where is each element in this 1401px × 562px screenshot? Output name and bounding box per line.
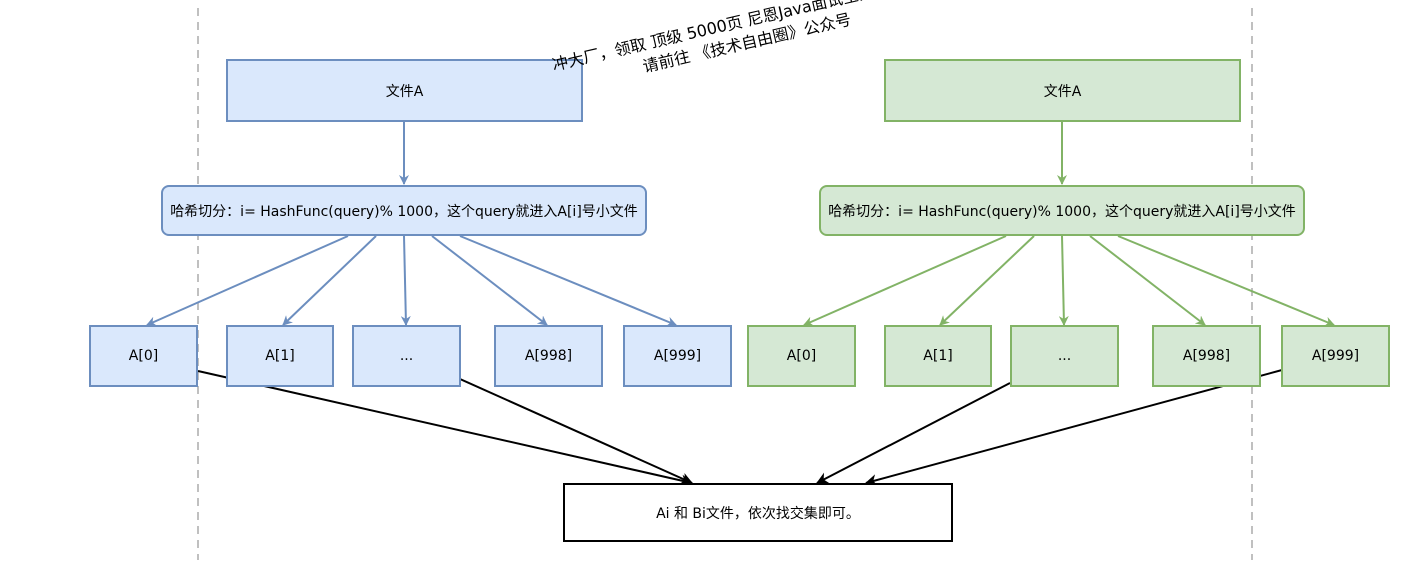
part-label: ... (1057, 348, 1072, 364)
arrow-right-hash-to-a999 (1117, 235, 1335, 327)
right-part-a1: A[1] (884, 325, 992, 387)
left-part-ellipsis: ... (352, 325, 461, 387)
left-hash-label: 哈希切分：i= HashFunc(query)% 1000，这个query就进入… (170, 203, 638, 220)
arrow-left-hash-to-a998 (431, 235, 548, 326)
right-file-box: 文件A (884, 59, 1241, 122)
part-label: A[998] (1182, 348, 1231, 364)
right-hash-box: 哈希切分：i= HashFunc(query)% 1000，这个query就进入… (819, 185, 1305, 236)
part-label: A[1] (265, 348, 295, 364)
arrow-right-ellipsis-to-result (816, 382, 1011, 484)
arrow-left-ellipsis-to-result (459, 378, 693, 484)
right-part-a0: A[0] (747, 325, 856, 387)
left-hash-box: 哈希切分：i= HashFunc(query)% 1000，这个query就进入… (161, 185, 647, 236)
part-label: A[0] (786, 348, 817, 364)
arrow-right-hash-to-ellipsis (1058, 235, 1069, 326)
left-part-a998: A[998] (494, 325, 603, 387)
left-file-label: 文件A (385, 83, 424, 100)
right-part-a999: A[999] (1281, 325, 1390, 387)
part-label: A[0] (128, 348, 159, 364)
left-part-a1: A[1] (226, 325, 334, 387)
part-label: A[1] (923, 348, 953, 364)
left-part-a999: A[999] (623, 325, 732, 387)
part-label: A[999] (653, 348, 702, 364)
arrow-right-hash-to-a0 (803, 235, 1007, 326)
result-box: Ai 和 Bi文件，依次找交集即可。 (563, 483, 953, 542)
right-part-ellipsis: ... (1010, 325, 1119, 387)
right-hash-label: 哈希切分：i= HashFunc(query)% 1000，这个query就进入… (828, 203, 1296, 220)
arrow-left-hash-to-a999 (459, 235, 677, 327)
left-part-a0: A[0] (89, 325, 198, 387)
part-label: A[999] (1311, 348, 1360, 364)
part-label: A[998] (524, 348, 573, 364)
arrow-left-hash-to-a1 (282, 235, 377, 326)
result-label: Ai 和 Bi文件，依次找交集即可。 (656, 505, 860, 522)
right-part-a998: A[998] (1152, 325, 1261, 387)
arrow-left-a0-to-result (197, 370, 693, 487)
left-file-box: 文件A (226, 59, 583, 122)
arrow-left-hash-to-ellipsis (400, 235, 411, 326)
arrow-right-a999-to-result (865, 369, 1283, 486)
arrow-right-hash-to-a998 (1089, 235, 1206, 326)
arrow-right-hash-to-a1 (939, 235, 1035, 326)
right-file-label: 文件A (1043, 83, 1082, 100)
arrow-left-hash-to-a0 (146, 235, 349, 326)
part-label: ... (399, 348, 414, 364)
